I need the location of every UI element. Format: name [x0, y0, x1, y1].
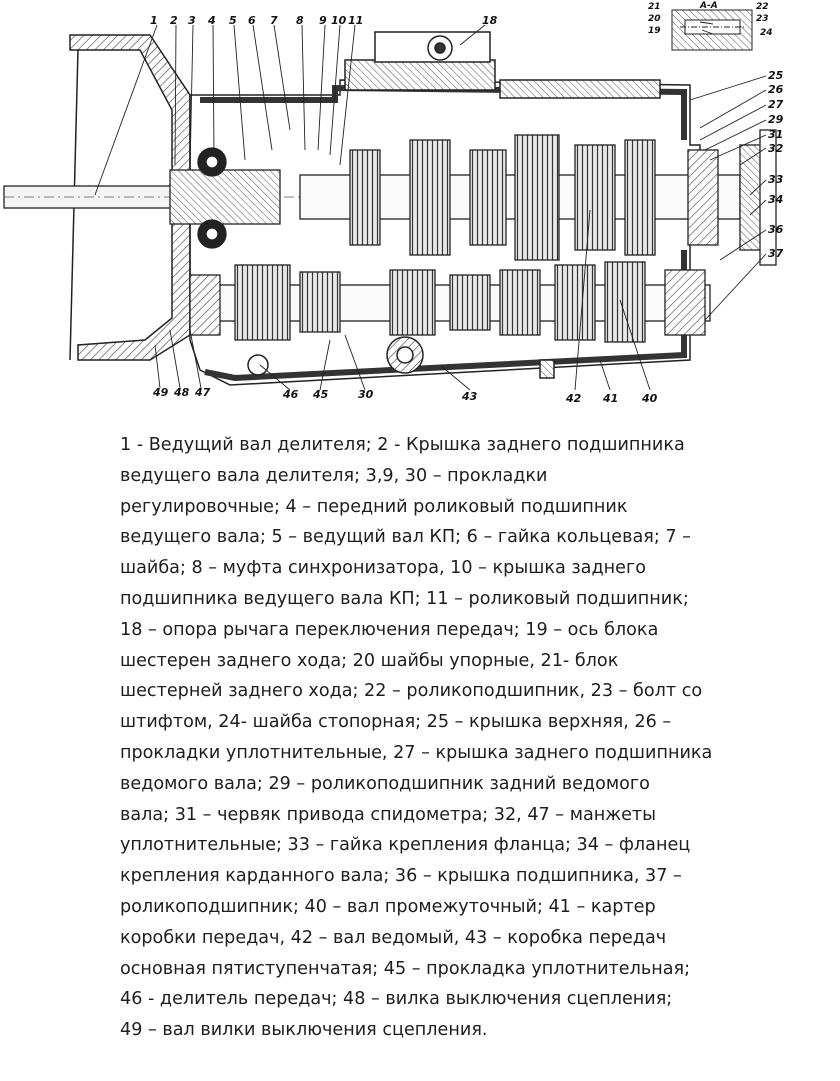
callout-37: 37 [768, 247, 784, 260]
legend-line: 18 – опора рычага переключения передач; … [120, 619, 659, 640]
callout-6: 6 [248, 14, 256, 27]
callout-48: 48 [173, 386, 190, 399]
callout-19: 19 [648, 26, 661, 36]
legend-line: вала; 31 – червяк привода спидометра; 32… [120, 804, 657, 825]
legend-line: коробки передач, 42 – вал ведомый, 43 – … [120, 927, 667, 948]
callout-36: 36 [768, 223, 784, 236]
legend-line: шестерней заднего хода; 22 – роликоподши… [120, 681, 703, 702]
callout-21: 21 [648, 2, 661, 12]
callout-11: 11 [348, 14, 363, 27]
legend-line: 1 - Ведущий вал делителя; 2 - Крышка зад… [120, 435, 685, 455]
legend-line: крепления карданного вала; 36 – крышка п… [120, 866, 682, 887]
section-a-a-inset [671, 9, 753, 51]
legend-line: подшипника ведущего вала КП; 11 – ролико… [120, 588, 689, 609]
legend-line: роликоподшипник; 40 – вал промежуточный;… [120, 896, 656, 917]
callout-2: 2 [170, 14, 178, 27]
callout-31: 31 [768, 128, 783, 141]
legend-line: основная пятиступенчатая; 45 – прокладка… [120, 958, 690, 979]
callout-42: 42 [565, 392, 582, 405]
main-shaft [299, 129, 777, 266]
callout-8: 8 [296, 14, 304, 27]
callout-5: 5 [229, 14, 237, 27]
legend-line: прокладки уплотнительные, 27 – крышка за… [120, 742, 713, 763]
callout-labels: 1 2 3 4 5 6 7 8 9 10 11 18 25 26 27 29 3… [150, 1, 784, 405]
legend-line: ведущего вала делителя; 3,9, 30 – прокла… [120, 465, 548, 486]
legend-line: 46 - делитель передач; 48 – вилка выключ… [120, 989, 673, 1010]
countershaft [189, 261, 711, 343]
callout-3: 3 [188, 14, 196, 27]
callout-25: 25 [768, 69, 784, 82]
legend-line: ведомого вала; 29 – роликоподшипник задн… [120, 773, 650, 794]
input-shaft [3, 147, 760, 249]
legend-line: 49 – вал вилки выключения сцепления. [120, 1020, 488, 1041]
legend-line: шайба; 8 – муфта синхронизатора, 10 – кр… [120, 558, 646, 579]
gearbox-cross-section-drawing: 1 2 3 4 5 6 7 8 9 10 11 18 25 26 27 29 3… [3, 1, 784, 405]
legend-line: уплотнительные; 33 – гайка крепления фла… [120, 835, 691, 856]
callout-30: 30 [358, 388, 374, 401]
callout-34: 34 [768, 193, 783, 206]
callout-4: 4 [207, 14, 216, 27]
leader-lines [94, 21, 767, 391]
callout-41: 41 [602, 392, 618, 405]
callout-47: 47 [194, 386, 211, 399]
parts-legend: 1 - Ведущий вал делителя; 2 - Крышка зад… [120, 430, 770, 1046]
callout-7: 7 [270, 14, 278, 27]
callout-23: 23 [756, 14, 769, 24]
callout-40: 40 [641, 392, 658, 405]
legend-line: шестерен заднего хода; 20 шайбы упорные,… [120, 650, 619, 671]
callout-18: 18 [482, 14, 498, 27]
callout-20: 20 [648, 14, 661, 24]
callout-32: 32 [768, 142, 784, 155]
legend-line: ведущего вала; 5 – ведущий вал КП; 6 – г… [120, 527, 691, 548]
callout-1: 1 [150, 14, 158, 27]
callout-10: 10 [331, 14, 347, 27]
legend-line: регулировочные; 4 – передний роликовый п… [120, 496, 628, 517]
callout-22: 22 [756, 2, 769, 12]
callout-29: 29 [768, 113, 784, 126]
callout-46: 46 [282, 388, 299, 401]
callout-43: 43 [461, 390, 478, 403]
callout-33: 33 [768, 173, 784, 186]
legend-line: штифтом, 24- шайба стопорная; 25 – крышк… [120, 712, 672, 733]
callout-49: 49 [152, 386, 169, 399]
inset-title: А-А [699, 1, 718, 11]
callout-24: 24 [760, 28, 773, 38]
callout-26: 26 [768, 83, 784, 96]
callout-45: 45 [312, 388, 329, 401]
callout-9: 9 [319, 14, 327, 27]
callout-27: 27 [768, 98, 784, 111]
